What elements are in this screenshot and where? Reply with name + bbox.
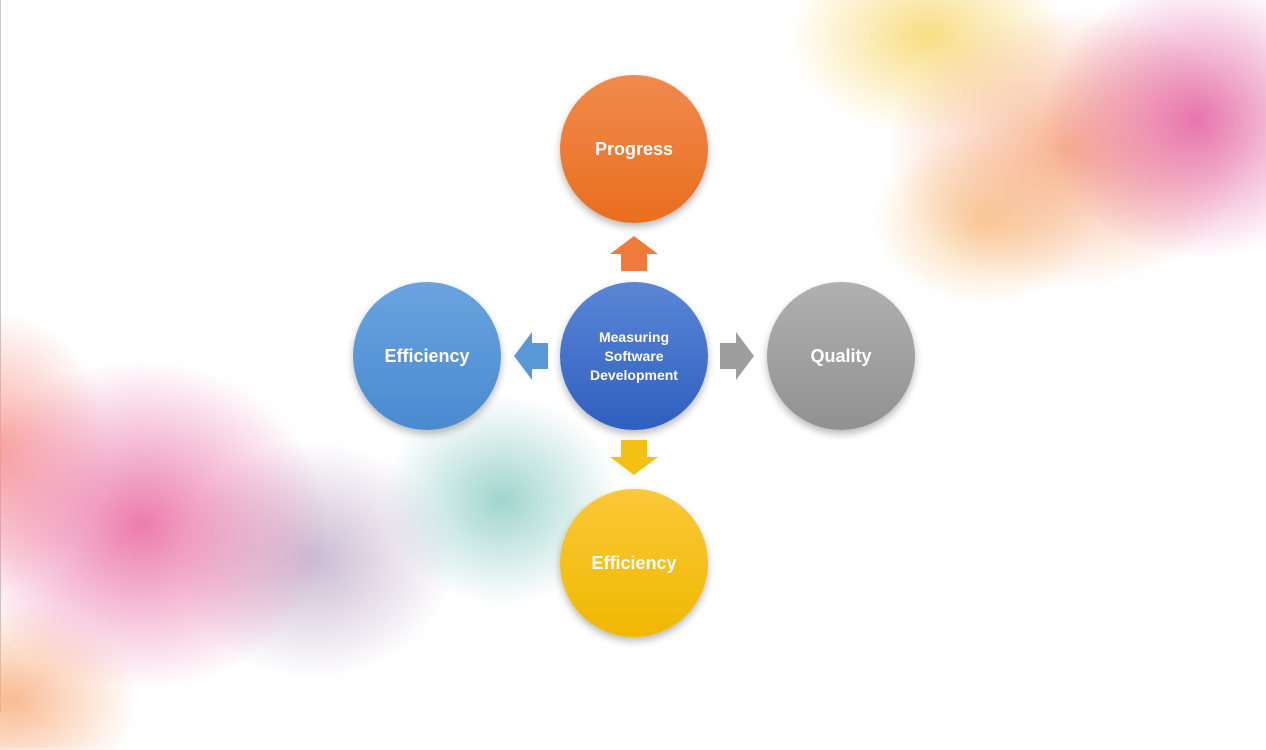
- center-node-label: Measuring Software Development: [590, 328, 678, 383]
- efficiency-left-label: Efficiency: [384, 345, 470, 366]
- efficiency-bottom-label: Efficiency: [591, 552, 677, 573]
- arrow-down-icon: [610, 440, 658, 475]
- arrow-right-icon: [720, 332, 754, 380]
- quality-node-label: Quality: [810, 345, 872, 366]
- quality-node: Quality: [767, 282, 915, 430]
- paint-splash-bottom-left: [0, 250, 660, 750]
- progress-node: Progress: [560, 75, 708, 223]
- slide-left-border: [0, 0, 1, 712]
- center-node: Measuring Software Development: [560, 282, 708, 430]
- efficiency-node-left: Efficiency: [353, 282, 501, 430]
- efficiency-node-bottom: Efficiency: [560, 489, 708, 637]
- progress-node-label: Progress: [594, 138, 674, 159]
- arrow-left-icon: [514, 332, 548, 380]
- arrow-up-icon: [610, 236, 658, 271]
